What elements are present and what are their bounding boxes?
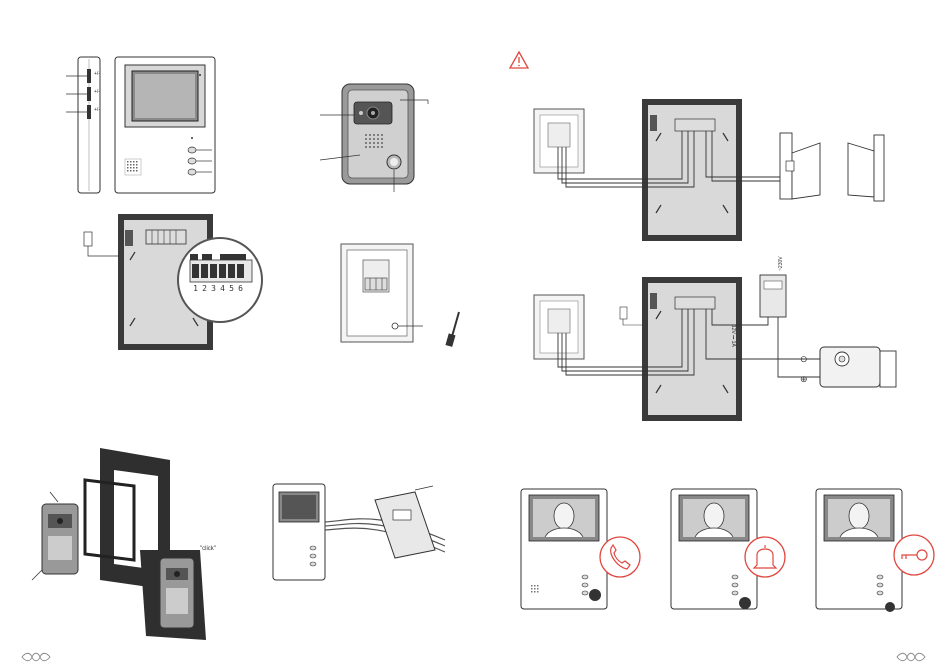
phone-handset-icon (600, 537, 640, 577)
lock-plus-terminal: ⊕ (800, 374, 808, 384)
terminal-number: 6 (238, 284, 243, 293)
operation-talk (515, 485, 645, 615)
terminal-number: 3 (211, 284, 216, 293)
page-ornament-right (895, 650, 927, 664)
monitor-wall-mounting (265, 480, 465, 585)
terminal-number: 1 (193, 284, 198, 293)
power-input-label: ~230V (778, 256, 784, 271)
outdoor-camera-unit (318, 80, 438, 200)
terminal-number: 4 (220, 284, 225, 293)
rain-cover-installation: "click" (30, 440, 240, 650)
wiring-diagram-lock: ~230V 12V ⎓ 1A ⊖ ⊕ (530, 255, 910, 425)
page-ornament-left (20, 650, 52, 664)
warning-triangle-icon (508, 50, 530, 70)
side-button-label: +/- (94, 71, 100, 77)
wiring-diagram-gate (530, 95, 900, 245)
bell-icon (745, 537, 785, 577)
lock-minus-terminal: ⊖ (800, 354, 808, 364)
click-label: "click" (200, 546, 216, 552)
operation-unlock (810, 485, 940, 615)
monitor-front-and-side-view: +/- +/- +/- (60, 55, 230, 195)
terminal-number: 5 (229, 284, 234, 293)
power-output-label: 12V ⎓ 1A (730, 325, 736, 347)
operation-ring (665, 485, 795, 615)
monitor-back-terminal-diagram: 1 2 3 4 5 6 (70, 210, 270, 355)
side-button-label: +/- (94, 107, 100, 113)
side-button-label: +/- (94, 89, 100, 95)
key-icon (894, 535, 934, 575)
terminal-number: 2 (202, 284, 207, 293)
mounting-plate-diagram (335, 240, 475, 350)
